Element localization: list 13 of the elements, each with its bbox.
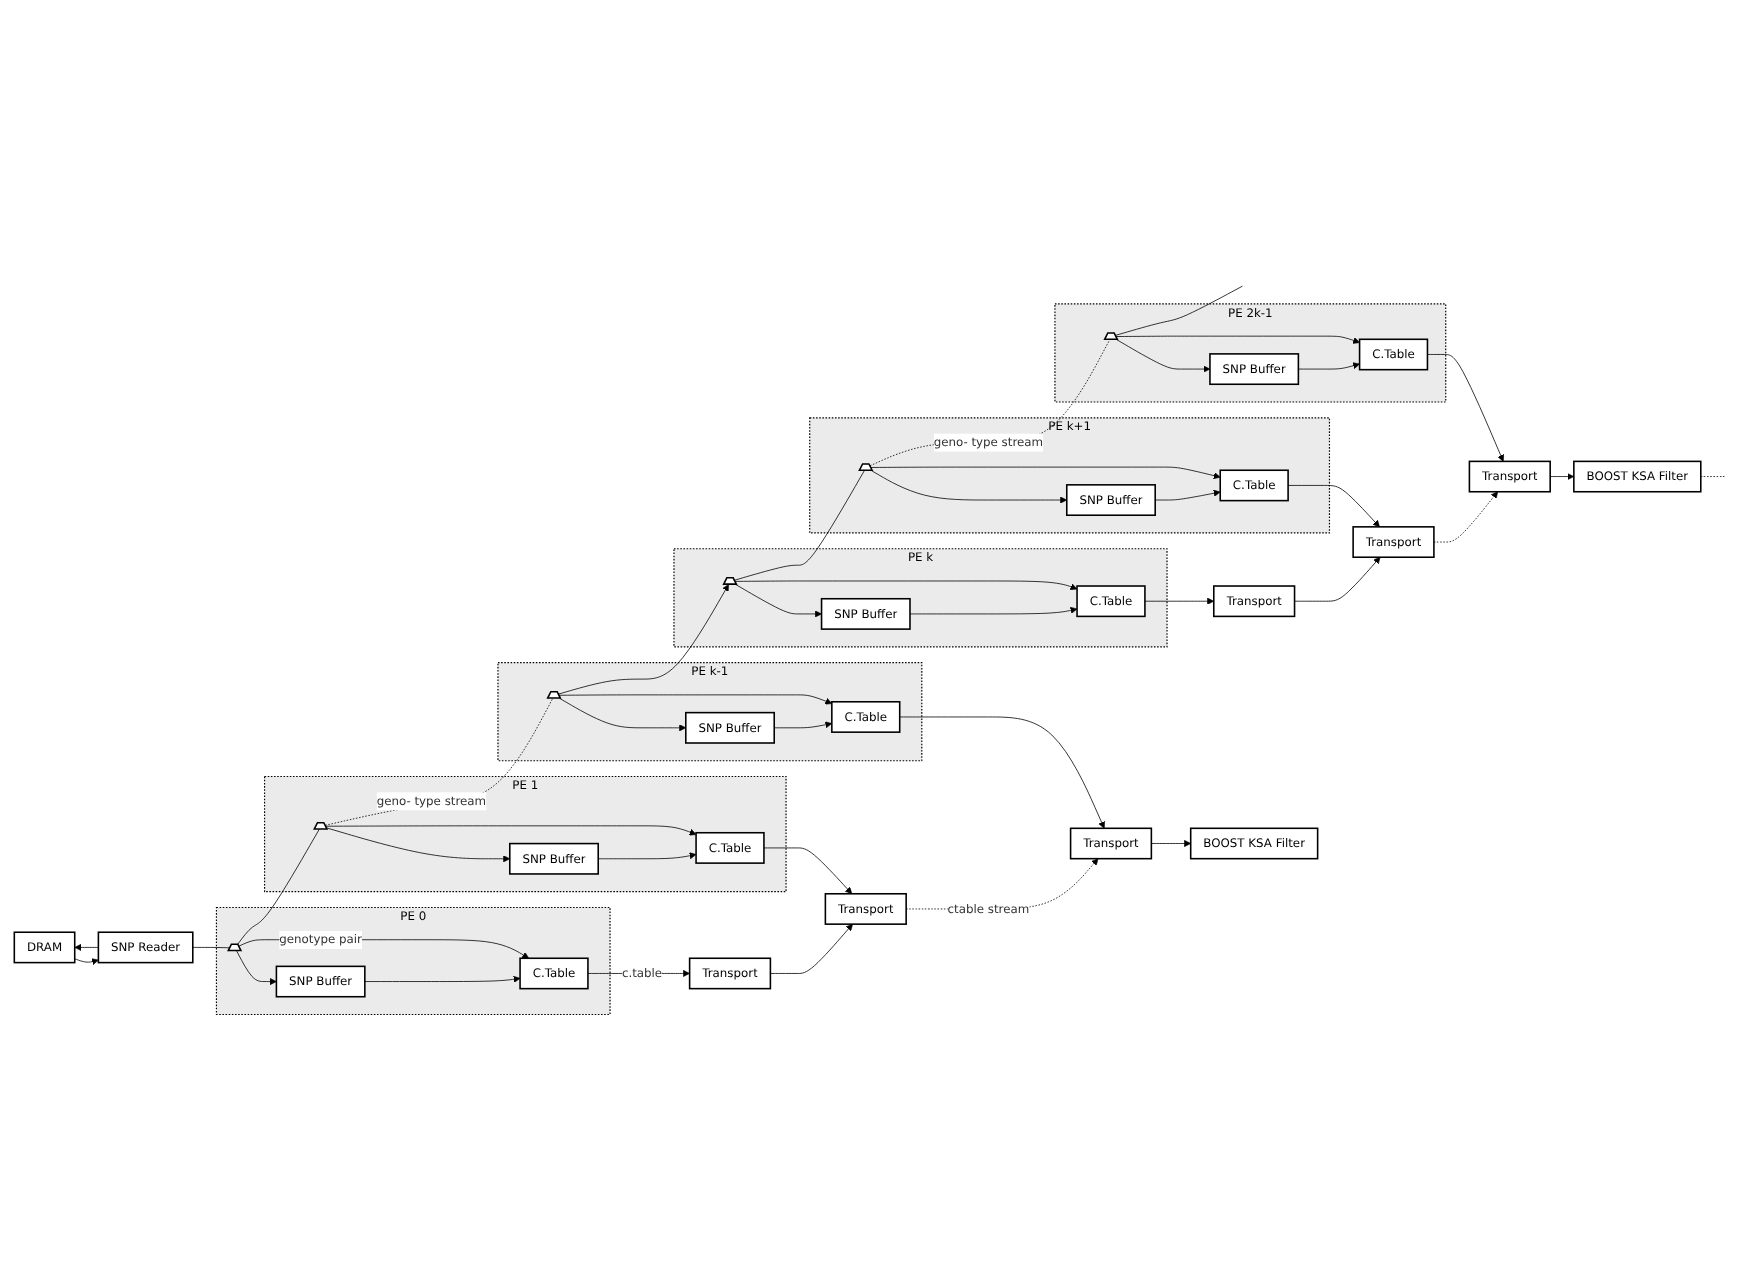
node-trapezoid [313, 821, 329, 830]
node-trapezoid [546, 690, 562, 699]
node-trapezoid [1103, 332, 1119, 341]
connector [237, 829, 320, 946]
connector [869, 339, 1111, 467]
node-trapezoid [227, 943, 243, 952]
node-trapezoid [858, 463, 874, 472]
connector [1115, 285, 1243, 336]
connector [192, 947, 231, 949]
connector [324, 698, 554, 826]
node-trapezoid [722, 577, 738, 585]
connector [734, 470, 865, 581]
connector [1700, 476, 1725, 477]
